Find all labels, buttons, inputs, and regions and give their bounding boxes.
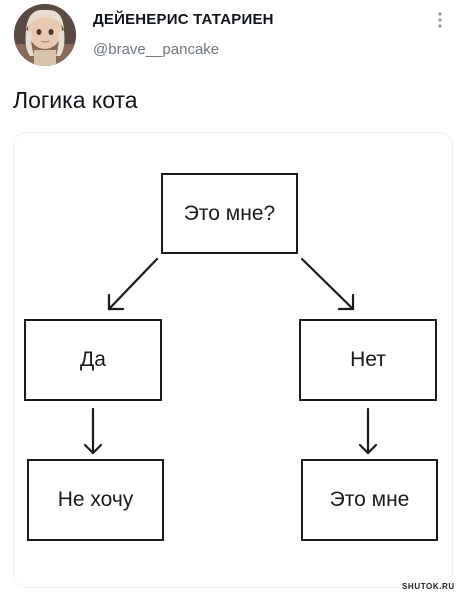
arrow-root-to-yes bbox=[107, 257, 159, 311]
author-handle[interactable]: @brave__pancake bbox=[93, 41, 220, 58]
flowchart-box-root: Это мне? bbox=[161, 173, 298, 254]
more-vertical-icon[interactable] bbox=[434, 10, 446, 30]
flowchart-box-no-result: Это мне bbox=[301, 459, 438, 541]
tweet-media[interactable]: Это мне? Да Нет Не хочу Это мне bbox=[13, 132, 453, 588]
flowchart-box-no: Нет bbox=[299, 319, 437, 401]
author-display-name[interactable]: ДЕЙЕНЕРИС ТАТАРИЕН bbox=[93, 11, 274, 28]
flowchart-box-yes-result: Не хочу bbox=[27, 459, 164, 541]
avatar[interactable] bbox=[14, 4, 76, 66]
arrow-root-to-no bbox=[300, 257, 355, 311]
flowchart-arrows bbox=[83, 257, 378, 455]
flowchart-box-yes: Да bbox=[24, 319, 162, 401]
tweet-text: Логика кота bbox=[13, 87, 138, 113]
watermark: SHUTOK.RU bbox=[402, 582, 455, 591]
avatar-image bbox=[14, 4, 76, 66]
